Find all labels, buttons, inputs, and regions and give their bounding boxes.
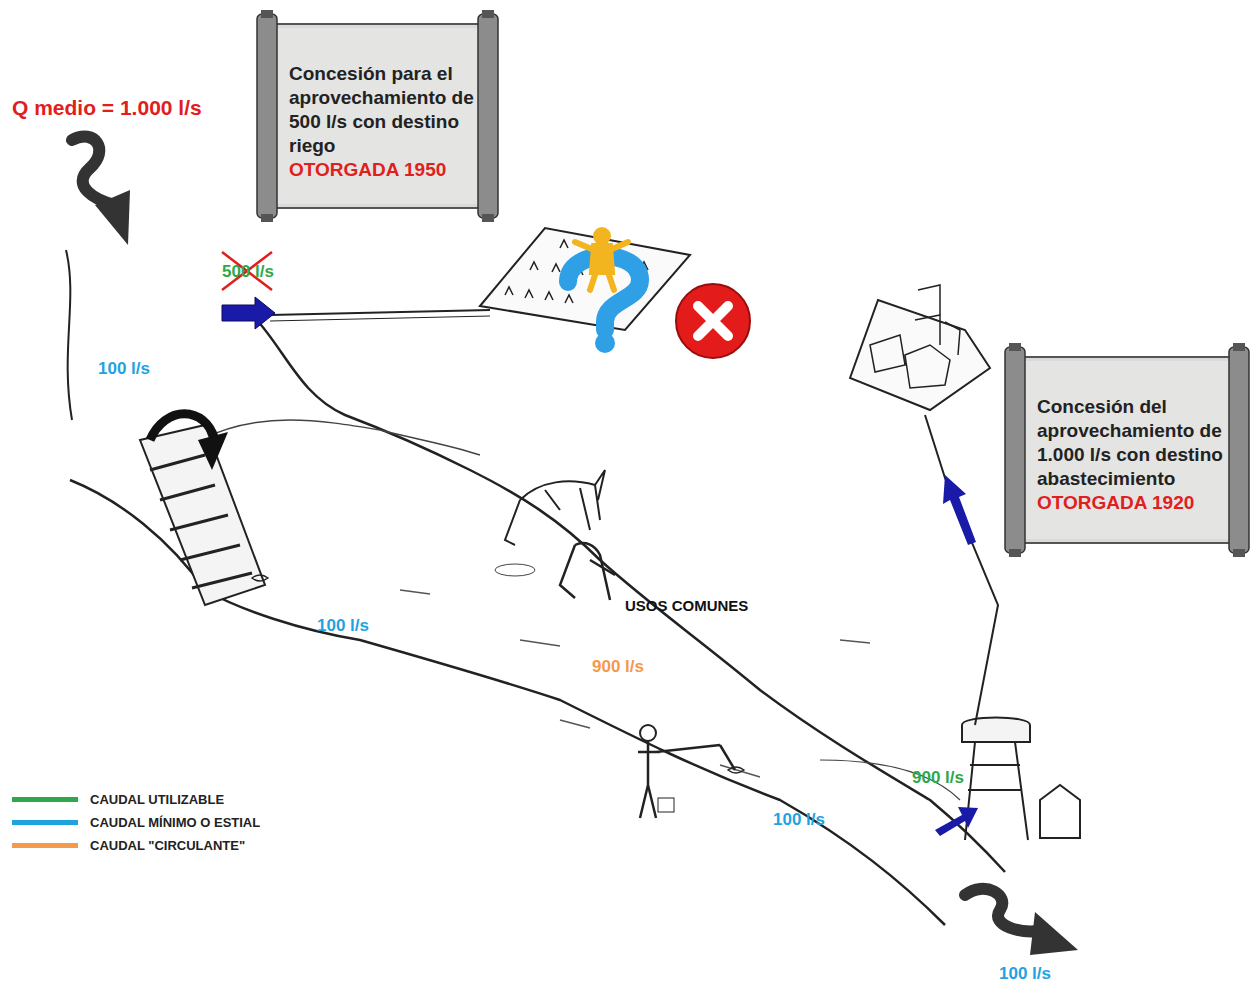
river-left-edge <box>66 250 72 420</box>
error-circle <box>676 284 750 358</box>
riverbed-strokes <box>400 590 870 777</box>
mean-flow: Q medio = 1.000 l/s <box>12 96 202 120</box>
outflow-arrow-head <box>1030 912 1078 955</box>
roller-cap <box>482 214 494 222</box>
person-body <box>575 242 628 290</box>
parchment <box>269 24 486 208</box>
scroll-text-block: Concesión para el aprovechamiento de 500… <box>289 62 479 182</box>
legend-swatch <box>12 797 78 802</box>
inflow-arrow <box>72 137 115 205</box>
concession-text: Concesión del aprovechamiento de 1.000 l… <box>1037 395 1227 491</box>
legend-row: CAUDAL UTILIZABLE <box>12 790 332 810</box>
grant-date: OTORGADA 1920 <box>1037 491 1227 515</box>
tank-intake-arrow <box>935 807 978 836</box>
canal <box>270 310 490 315</box>
dam-arrow <box>150 414 215 440</box>
irrigated-field <box>480 228 690 330</box>
scroll-roller <box>257 14 277 218</box>
roller-cap <box>261 10 273 18</box>
canal <box>270 316 490 321</box>
dam-arrow-head <box>198 432 228 470</box>
roller-cap <box>1009 549 1021 557</box>
horse <box>505 470 605 545</box>
roller-cap <box>1009 343 1021 351</box>
inflow-arrow-head <box>95 190 130 245</box>
fish-ladder <box>150 455 252 588</box>
water-ripple <box>495 564 535 576</box>
legend-text: CAUDAL MÍNIMO O ESTIAL <box>90 815 260 830</box>
intake-arrow <box>222 297 275 329</box>
dam-wall <box>140 425 265 605</box>
concession-scroll: Concesión para el aprovechamiento de 500… <box>255 10 500 222</box>
flow-value: 100 l/s <box>999 964 1051 984</box>
water-tank <box>962 718 1030 841</box>
flow-value: 100 l/s <box>317 616 369 636</box>
parchment-inner <box>1021 361 1233 539</box>
question-dot <box>595 333 615 353</box>
grant-date: OTORGADA 1950 <box>289 158 479 182</box>
scroll-roller <box>478 14 498 218</box>
scroll-roller <box>1005 347 1025 553</box>
error-cross <box>698 306 728 336</box>
supply-pipe <box>925 415 998 725</box>
hill-line <box>200 420 480 455</box>
river-upper-bank <box>255 318 1005 872</box>
buildings <box>870 285 960 388</box>
flow-value: 100 l/s <box>98 359 150 379</box>
legend-row: CAUDAL MÍNIMO O ESTIAL <box>12 813 332 833</box>
legend-swatch <box>12 843 78 848</box>
scroll-roller <box>1229 347 1249 553</box>
legend-row: CAUDAL "CIRCULANTE" <box>12 836 332 856</box>
fisherman-head <box>640 725 656 741</box>
flow-value: 500 l/s <box>222 262 274 282</box>
note-text: USOS COMUNES <box>625 597 748 614</box>
flow-value: 900 l/s <box>592 657 644 677</box>
legend-text: CAUDAL UTILIZABLE <box>90 792 224 807</box>
roller-cap <box>1233 343 1245 351</box>
parchment-inner <box>273 28 482 204</box>
concession-scroll: Concesión del aprovechamiento de 1.000 l… <box>1003 343 1251 557</box>
concession-text: Concesión para el aprovechamiento de 500… <box>289 62 479 158</box>
person-head <box>593 227 611 245</box>
fisherman <box>638 741 735 818</box>
house <box>1040 785 1080 838</box>
flow-value: 900 l/s <box>912 768 964 788</box>
legend-text: CAUDAL "CIRCULANTE" <box>90 838 245 853</box>
parchment <box>1017 357 1237 543</box>
scroll-text-block: Concesión del aprovechamiento de 1.000 l… <box>1037 395 1227 515</box>
roller-cap <box>482 10 494 18</box>
pipe-arrow <box>943 475 976 545</box>
person-drinking <box>560 543 615 600</box>
flow-value: 100 l/s <box>773 810 825 830</box>
outflow-arrow <box>965 889 1045 932</box>
roller-cap <box>261 214 273 222</box>
legend-swatch <box>12 820 78 825</box>
basket <box>658 798 674 812</box>
town <box>850 300 990 410</box>
roller-cap <box>1233 549 1245 557</box>
